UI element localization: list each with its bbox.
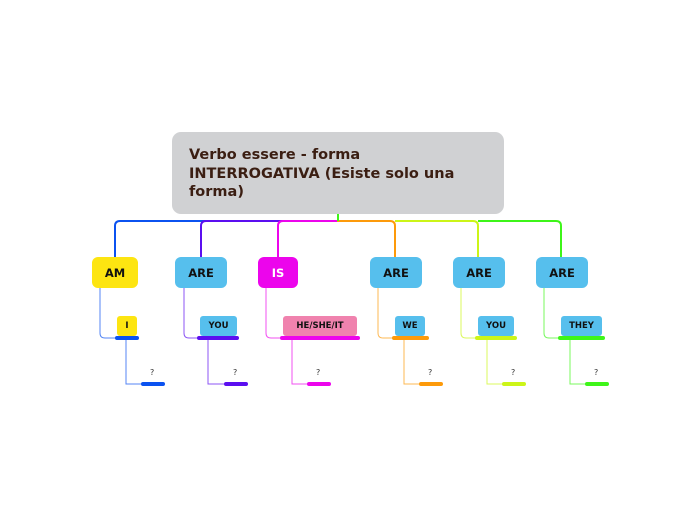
- question-node-he-she-it[interactable]: ?: [316, 368, 321, 377]
- verb-node-are-they[interactable]: ARE: [536, 257, 588, 288]
- question-node-they[interactable]: ?: [594, 368, 599, 377]
- subject-node-you-plural[interactable]: YOU: [478, 316, 514, 336]
- subject-node-they[interactable]: THEY: [561, 316, 602, 336]
- subject-node-you[interactable]: YOU: [200, 316, 237, 336]
- root-topic[interactable]: Verbo essere - forma INTERROGATIVA (Esis…: [172, 132, 504, 214]
- subject-node-we[interactable]: WE: [395, 316, 425, 336]
- question-node-you[interactable]: ?: [233, 368, 238, 377]
- subject-node-i[interactable]: I: [117, 316, 137, 336]
- verb-node-am[interactable]: AM: [92, 257, 138, 288]
- verb-node-are-we[interactable]: ARE: [370, 257, 422, 288]
- subject-node-he-she-it[interactable]: HE/SHE/IT: [283, 316, 357, 336]
- question-node-we[interactable]: ?: [428, 368, 433, 377]
- verb-node-is[interactable]: IS: [258, 257, 298, 288]
- question-node-i[interactable]: ?: [150, 368, 155, 377]
- verb-node-are-you[interactable]: ARE: [175, 257, 227, 288]
- question-node-you-plural[interactable]: ?: [511, 368, 516, 377]
- verb-node-are-you-plural[interactable]: ARE: [453, 257, 505, 288]
